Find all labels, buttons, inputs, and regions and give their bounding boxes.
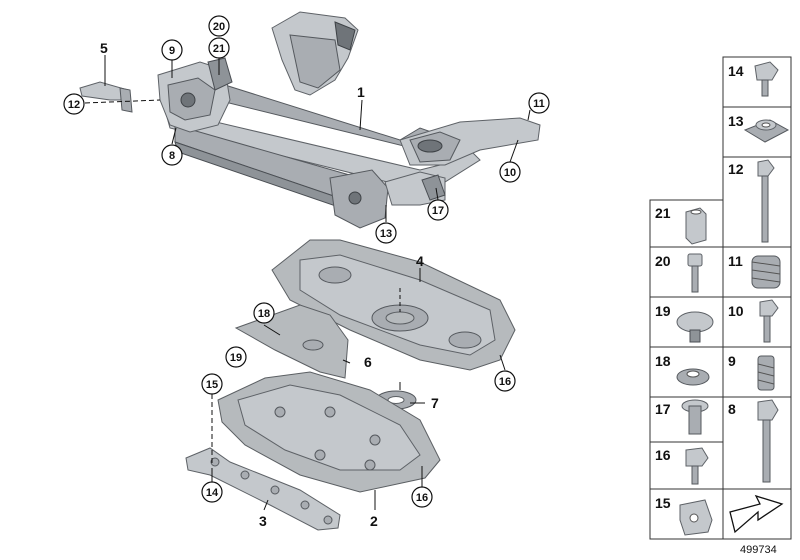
sleeve-nut-icon	[685, 207, 707, 245]
flange-bolt-long-icon	[757, 399, 779, 483]
svg-text:19: 19	[230, 352, 242, 364]
flange-bolt-short-icon	[685, 447, 709, 485]
callout-18: 18	[253, 302, 275, 324]
svg-text:21: 21	[213, 43, 225, 55]
svg-text:16: 16	[416, 492, 428, 504]
table-label-13: 13	[728, 113, 744, 129]
callout-16-upper: 16	[494, 370, 516, 392]
table-label-10: 10	[728, 303, 744, 319]
svg-text:18: 18	[258, 308, 270, 320]
callout-9: 9	[161, 39, 183, 61]
table-label-15: 15	[655, 495, 671, 511]
callout-8-left: 8	[161, 144, 183, 166]
svg-text:13: 13	[380, 228, 392, 240]
svg-text:9: 9	[169, 45, 175, 57]
callout-17: 17	[427, 199, 449, 221]
callout-16-lower: 16	[411, 486, 433, 508]
hex-bolt-short-icon	[754, 61, 779, 97]
label-part-2: 2	[370, 513, 378, 529]
svg-text:20: 20	[213, 21, 225, 33]
coil-insert-small-icon	[757, 355, 775, 391]
front-axle-subframe[interactable]	[157, 11, 541, 229]
table-label-11: 11	[728, 253, 743, 269]
table-label-8: 8	[728, 401, 736, 417]
svg-text:17: 17	[432, 205, 444, 217]
underbody-plate-part-2[interactable]	[217, 371, 441, 493]
callout-10: 10	[499, 161, 521, 183]
label-part-4: 4	[416, 253, 424, 269]
svg-text:15: 15	[206, 379, 218, 391]
callout-13: 13	[375, 222, 397, 244]
callout-12-left: 12	[63, 93, 85, 115]
socket-bolt-icon	[687, 253, 703, 293]
bracket-strip-part-3[interactable]	[185, 447, 341, 531]
svg-text:10: 10	[504, 167, 516, 179]
svg-text:11: 11	[533, 98, 545, 110]
label-part-3: 3	[259, 513, 267, 529]
table-label-18: 18	[655, 353, 671, 369]
flange-sleeve-icon	[681, 399, 709, 435]
svg-text:12: 12	[68, 99, 80, 111]
clip-nut-icon	[679, 499, 713, 536]
callout-19: 19	[225, 346, 247, 368]
plug-cap-icon	[676, 311, 714, 343]
callout-11: 11	[528, 92, 550, 114]
svg-text:16: 16	[499, 376, 511, 388]
callout-15: 15	[201, 373, 223, 395]
washer-ring-icon	[676, 368, 710, 386]
label-part-5: 5	[100, 40, 108, 56]
svg-text:14: 14	[206, 487, 219, 499]
svg-text:8: 8	[169, 150, 175, 162]
leader-lines	[84, 55, 531, 511]
table-label-16: 16	[655, 447, 671, 463]
callout-20: 20	[208, 15, 230, 37]
label-part-7: 7	[431, 395, 439, 411]
cover-plate-part-6[interactable]	[234, 304, 349, 379]
nut-insert-icon	[743, 119, 790, 143]
table-label-17: 17	[655, 401, 671, 417]
table-label-19: 19	[655, 303, 671, 319]
direction-arrow-icon	[729, 494, 784, 534]
table-label-12: 12	[728, 161, 744, 177]
table-label-14: 14	[728, 63, 744, 79]
tie-rod-part-5[interactable]	[79, 81, 133, 113]
label-part-6: 6	[364, 354, 372, 370]
table-label-20: 20	[655, 253, 671, 269]
diagram-reference-number: 499734	[740, 544, 777, 556]
callout-21: 21	[208, 37, 230, 59]
collar-bolt-icon	[759, 299, 779, 343]
coil-insert-large-icon	[751, 255, 781, 289]
long-bolt-icon	[757, 159, 775, 243]
callout-14: 14	[201, 481, 223, 503]
label-part-1: 1	[357, 84, 365, 100]
table-label-21: 21	[655, 205, 671, 221]
table-label-9: 9	[728, 353, 736, 369]
